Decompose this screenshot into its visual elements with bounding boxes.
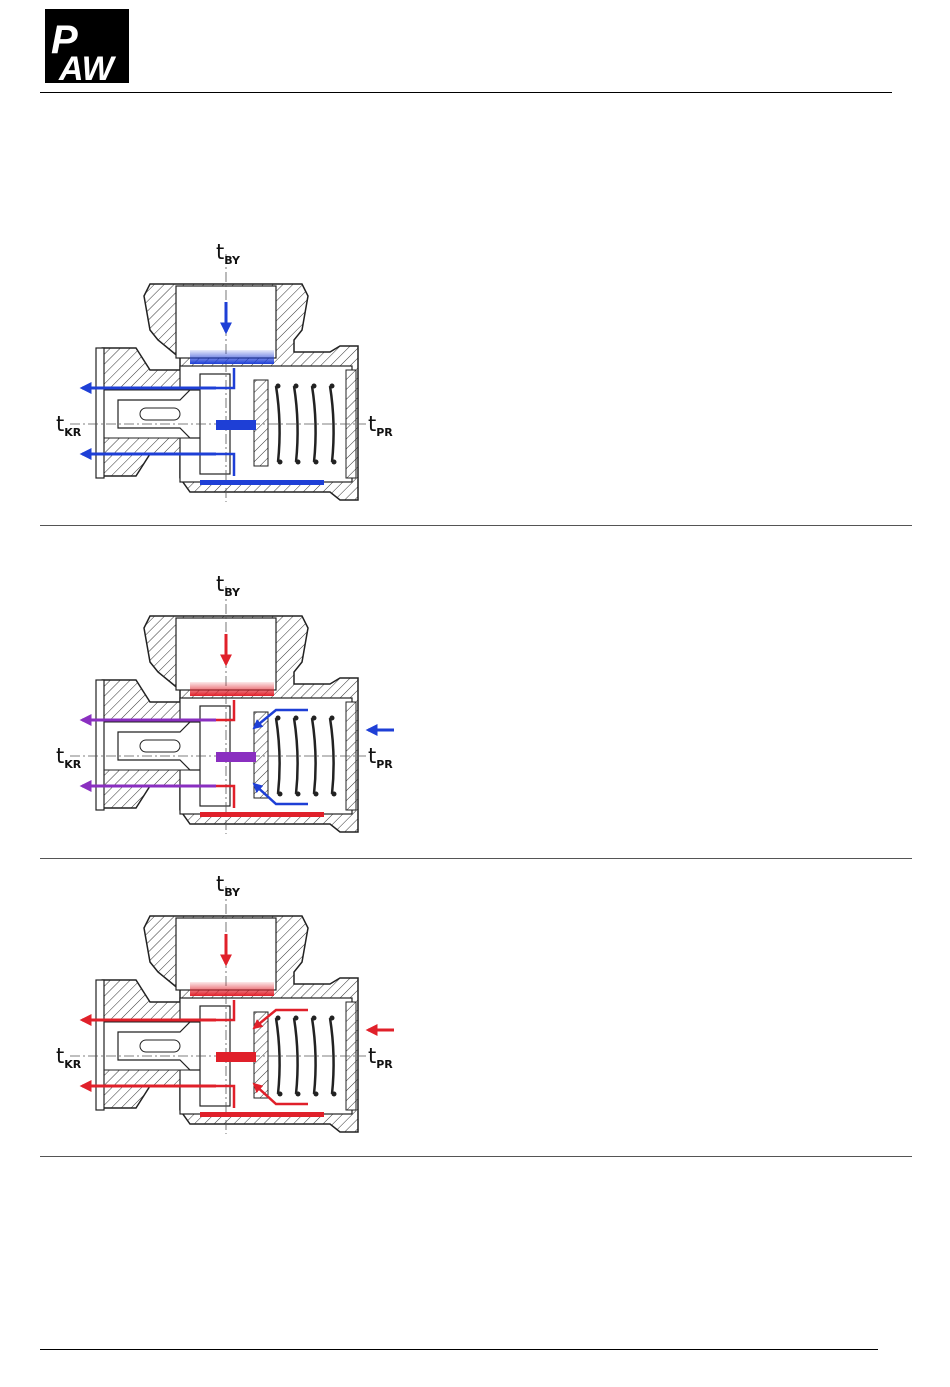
label-t-pr-symbol: t [368,1044,376,1068]
label-t-kr: tKR [56,744,81,771]
label-t-pr: tPR [368,1044,393,1071]
bypass-flow-band [190,350,274,364]
label-t-by-symbol: t [216,240,224,264]
spring-coil-end [294,716,299,721]
spring-coil-end [278,792,283,797]
label-t-kr: tKR [56,412,81,439]
spring-coil-end [332,460,337,465]
header-divider [40,92,892,93]
valve-cross-section [40,872,400,1142]
element-slot [140,1040,180,1052]
spring-coil-end [296,1092,301,1097]
spring-coil-end [330,716,335,721]
element-slot [140,740,180,752]
section-divider-1 [40,525,912,526]
label-t-kr-subscript: KR [64,758,81,771]
spring-coil-end [332,792,337,797]
spring-coil-end [294,1016,299,1021]
label-t-kr: tKR [56,1044,81,1071]
bypass-flow-band [190,682,274,696]
label-t-pr-subscript: PR [376,426,393,439]
spring-coil-end [332,1092,337,1097]
label-t-kr-subscript: KR [64,1058,81,1071]
logo-letters-aw: AW [58,50,117,83]
bypass-flow-band [190,982,274,996]
spring-coil-end [312,1016,317,1021]
label-t-kr-symbol: t [56,1044,64,1068]
label-t-by: tBY [216,572,240,599]
paw-logo-mark: P AW [45,9,129,83]
valve-cross-section [40,572,400,842]
spring-coil-end [276,384,281,389]
bottom-flow-band [200,480,324,485]
label-t-kr-subscript: KR [64,426,81,439]
spring-coil-end [312,716,317,721]
outlet-flange [96,680,104,810]
spring-coil-end [314,1092,319,1097]
label-t-pr: tPR [368,744,393,771]
spring-coil-end [314,460,319,465]
section-divider-2 [40,858,912,859]
spring-coil-end [294,384,299,389]
outlet-flange [96,348,104,478]
label-t-pr-subscript: PR [376,1058,393,1071]
element-slot [140,408,180,420]
label-t-kr-symbol: t [56,744,64,768]
bottom-flow-band [200,1112,324,1117]
spring-seat [254,380,268,466]
label-t-by-symbol: t [216,872,224,896]
spring-coil-end [276,1016,281,1021]
label-t-by-subscript: BY [224,586,240,599]
label-t-by: tBY [216,872,240,899]
spring-coil-end [276,716,281,721]
label-t-pr-symbol: t [368,412,376,436]
label-t-by-subscript: BY [224,254,240,267]
outlet-flange [96,980,104,1110]
spring-coil-end [330,1016,335,1021]
stem-flow [216,1052,256,1062]
spring-coil-end [296,792,301,797]
label-t-by-symbol: t [216,572,224,596]
label-t-pr-symbol: t [368,744,376,768]
paw-logo: P AW [45,9,129,83]
section-divider-3 [40,1156,912,1157]
valve-cross-section [40,240,400,510]
spring-coil-end [296,460,301,465]
spring-coil-end [314,792,319,797]
stem-flow [216,752,256,762]
spring-coil-end [312,384,317,389]
label-t-by: tBY [216,240,240,267]
stem-flow [216,420,256,430]
spring-coil-end [330,384,335,389]
bottom-flow-band [200,812,324,817]
label-t-kr-symbol: t [56,412,64,436]
label-t-pr-subscript: PR [376,758,393,771]
label-t-by-subscript: BY [224,886,240,899]
label-t-pr: tPR [368,412,393,439]
spring-coil-end [278,1092,283,1097]
footer-divider [40,1349,878,1350]
spring-coil-end [278,460,283,465]
